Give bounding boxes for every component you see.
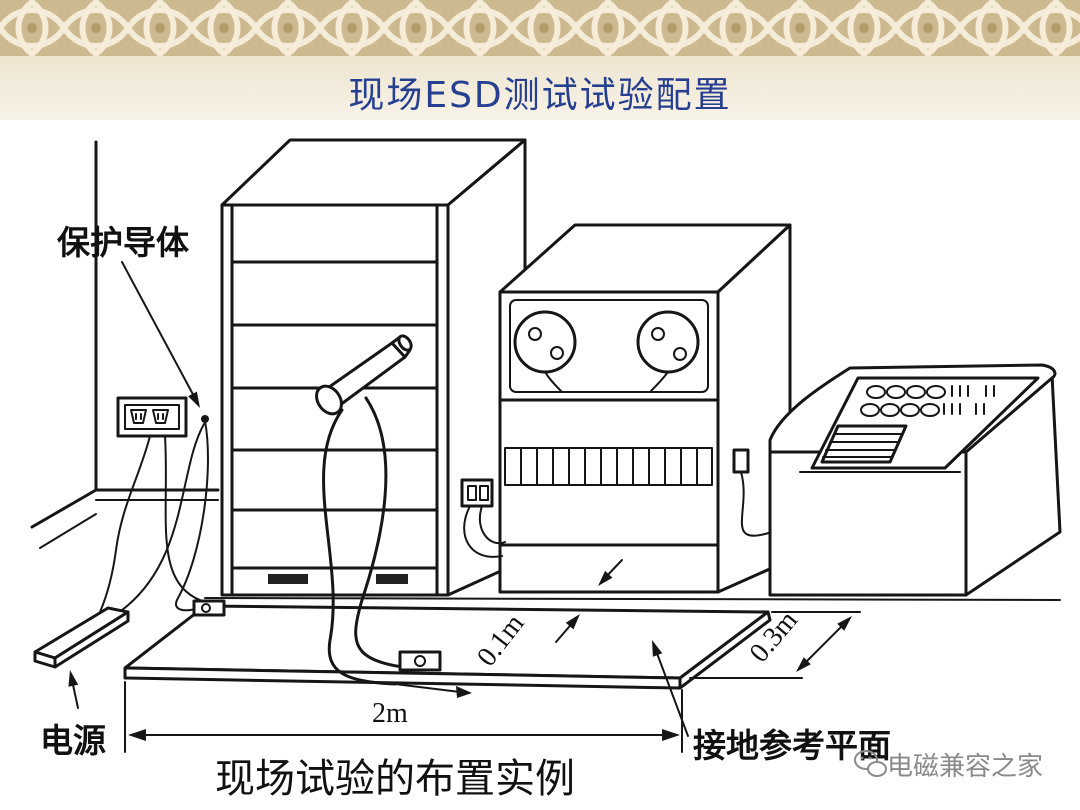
border-ornament [27,23,1061,33]
wall-outlet [116,396,188,438]
label-ground-reference-plane: 接地参考平面 [693,726,891,765]
title-band [0,56,1080,120]
power-strip [33,606,130,669]
wall [30,140,220,549]
watermark-text: 电磁兼容之家 [887,752,1043,782]
protective-conductor [175,415,226,617]
power-cables [99,423,213,613]
front-distance-arrow [555,614,580,643]
label-distance-2m: 2m [372,698,408,729]
ground-clamp [398,650,442,672]
cabinet-pointer-arrow [598,559,623,586]
tape-reel-right [636,310,700,393]
reel-window [509,299,709,393]
control-console [768,363,1062,597]
esd-gun-cables [322,396,472,698]
protective-conductor-arrow [121,261,200,408]
decorative-border [0,0,1080,56]
label-protective-conductor: 保护导体 [57,223,189,262]
floor-line [204,597,1061,601]
border-ornament [0,7,1080,49]
cabinet-label-left [268,574,308,584]
middle-cabinet [498,223,792,594]
vent-strip [504,447,713,486]
border-ornament [15,0,1073,56]
control-knobs [860,385,946,417]
middle-cabinet-cables [460,448,773,558]
slide-title: 现场ESD测试试验配置 [348,75,732,116]
wechat-icon [854,750,887,777]
vent-slots [520,447,698,486]
power-supply-arrow [68,670,79,709]
ground-reference-plane [123,604,772,690]
right-connector [732,448,750,474]
cabinet-label-right [376,574,408,584]
label-power-supply: 电源 [40,721,106,760]
esd-gun [315,334,413,416]
dimension-03m [689,611,861,679]
dimension-2m [124,681,683,753]
indicator-marks [943,385,995,415]
tape-reel-left [513,310,577,393]
figure-caption: 现场试验的布置实例 [215,756,575,801]
